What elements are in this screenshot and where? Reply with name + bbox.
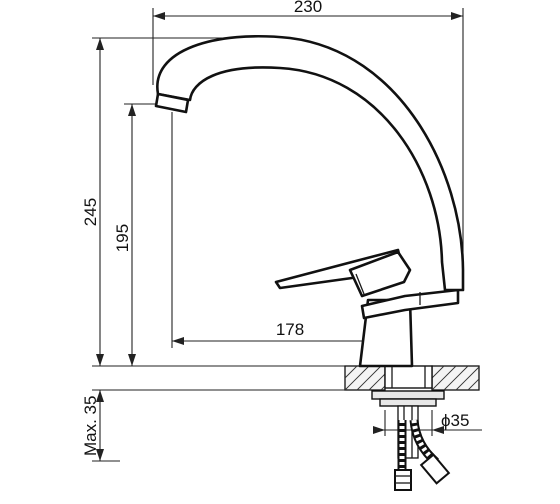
- countertop: [344, 365, 480, 391]
- spout-reach-label: 178: [276, 320, 304, 339]
- faucet-handle: [274, 248, 412, 298]
- diameter-label: ϕ35: [441, 411, 469, 430]
- dimension-overall-width: 230: [153, 0, 463, 20]
- dimension-overall-height: 245: [81, 38, 104, 366]
- supply-hoses: [394, 419, 451, 491]
- overall-width-label: 230: [294, 0, 322, 16]
- faucet-spout: [154, 34, 465, 292]
- overall-height-label: 245: [81, 198, 100, 226]
- dimension-max-thickness: Max. 35: [81, 390, 104, 461]
- faucet-body: [358, 288, 460, 368]
- spout-height-label: 195: [113, 224, 132, 252]
- dimension-diameter: ϕ35: [373, 410, 482, 436]
- dimension-spout-height: 195: [113, 104, 136, 366]
- max-thickness-label: Max. 35: [81, 396, 100, 456]
